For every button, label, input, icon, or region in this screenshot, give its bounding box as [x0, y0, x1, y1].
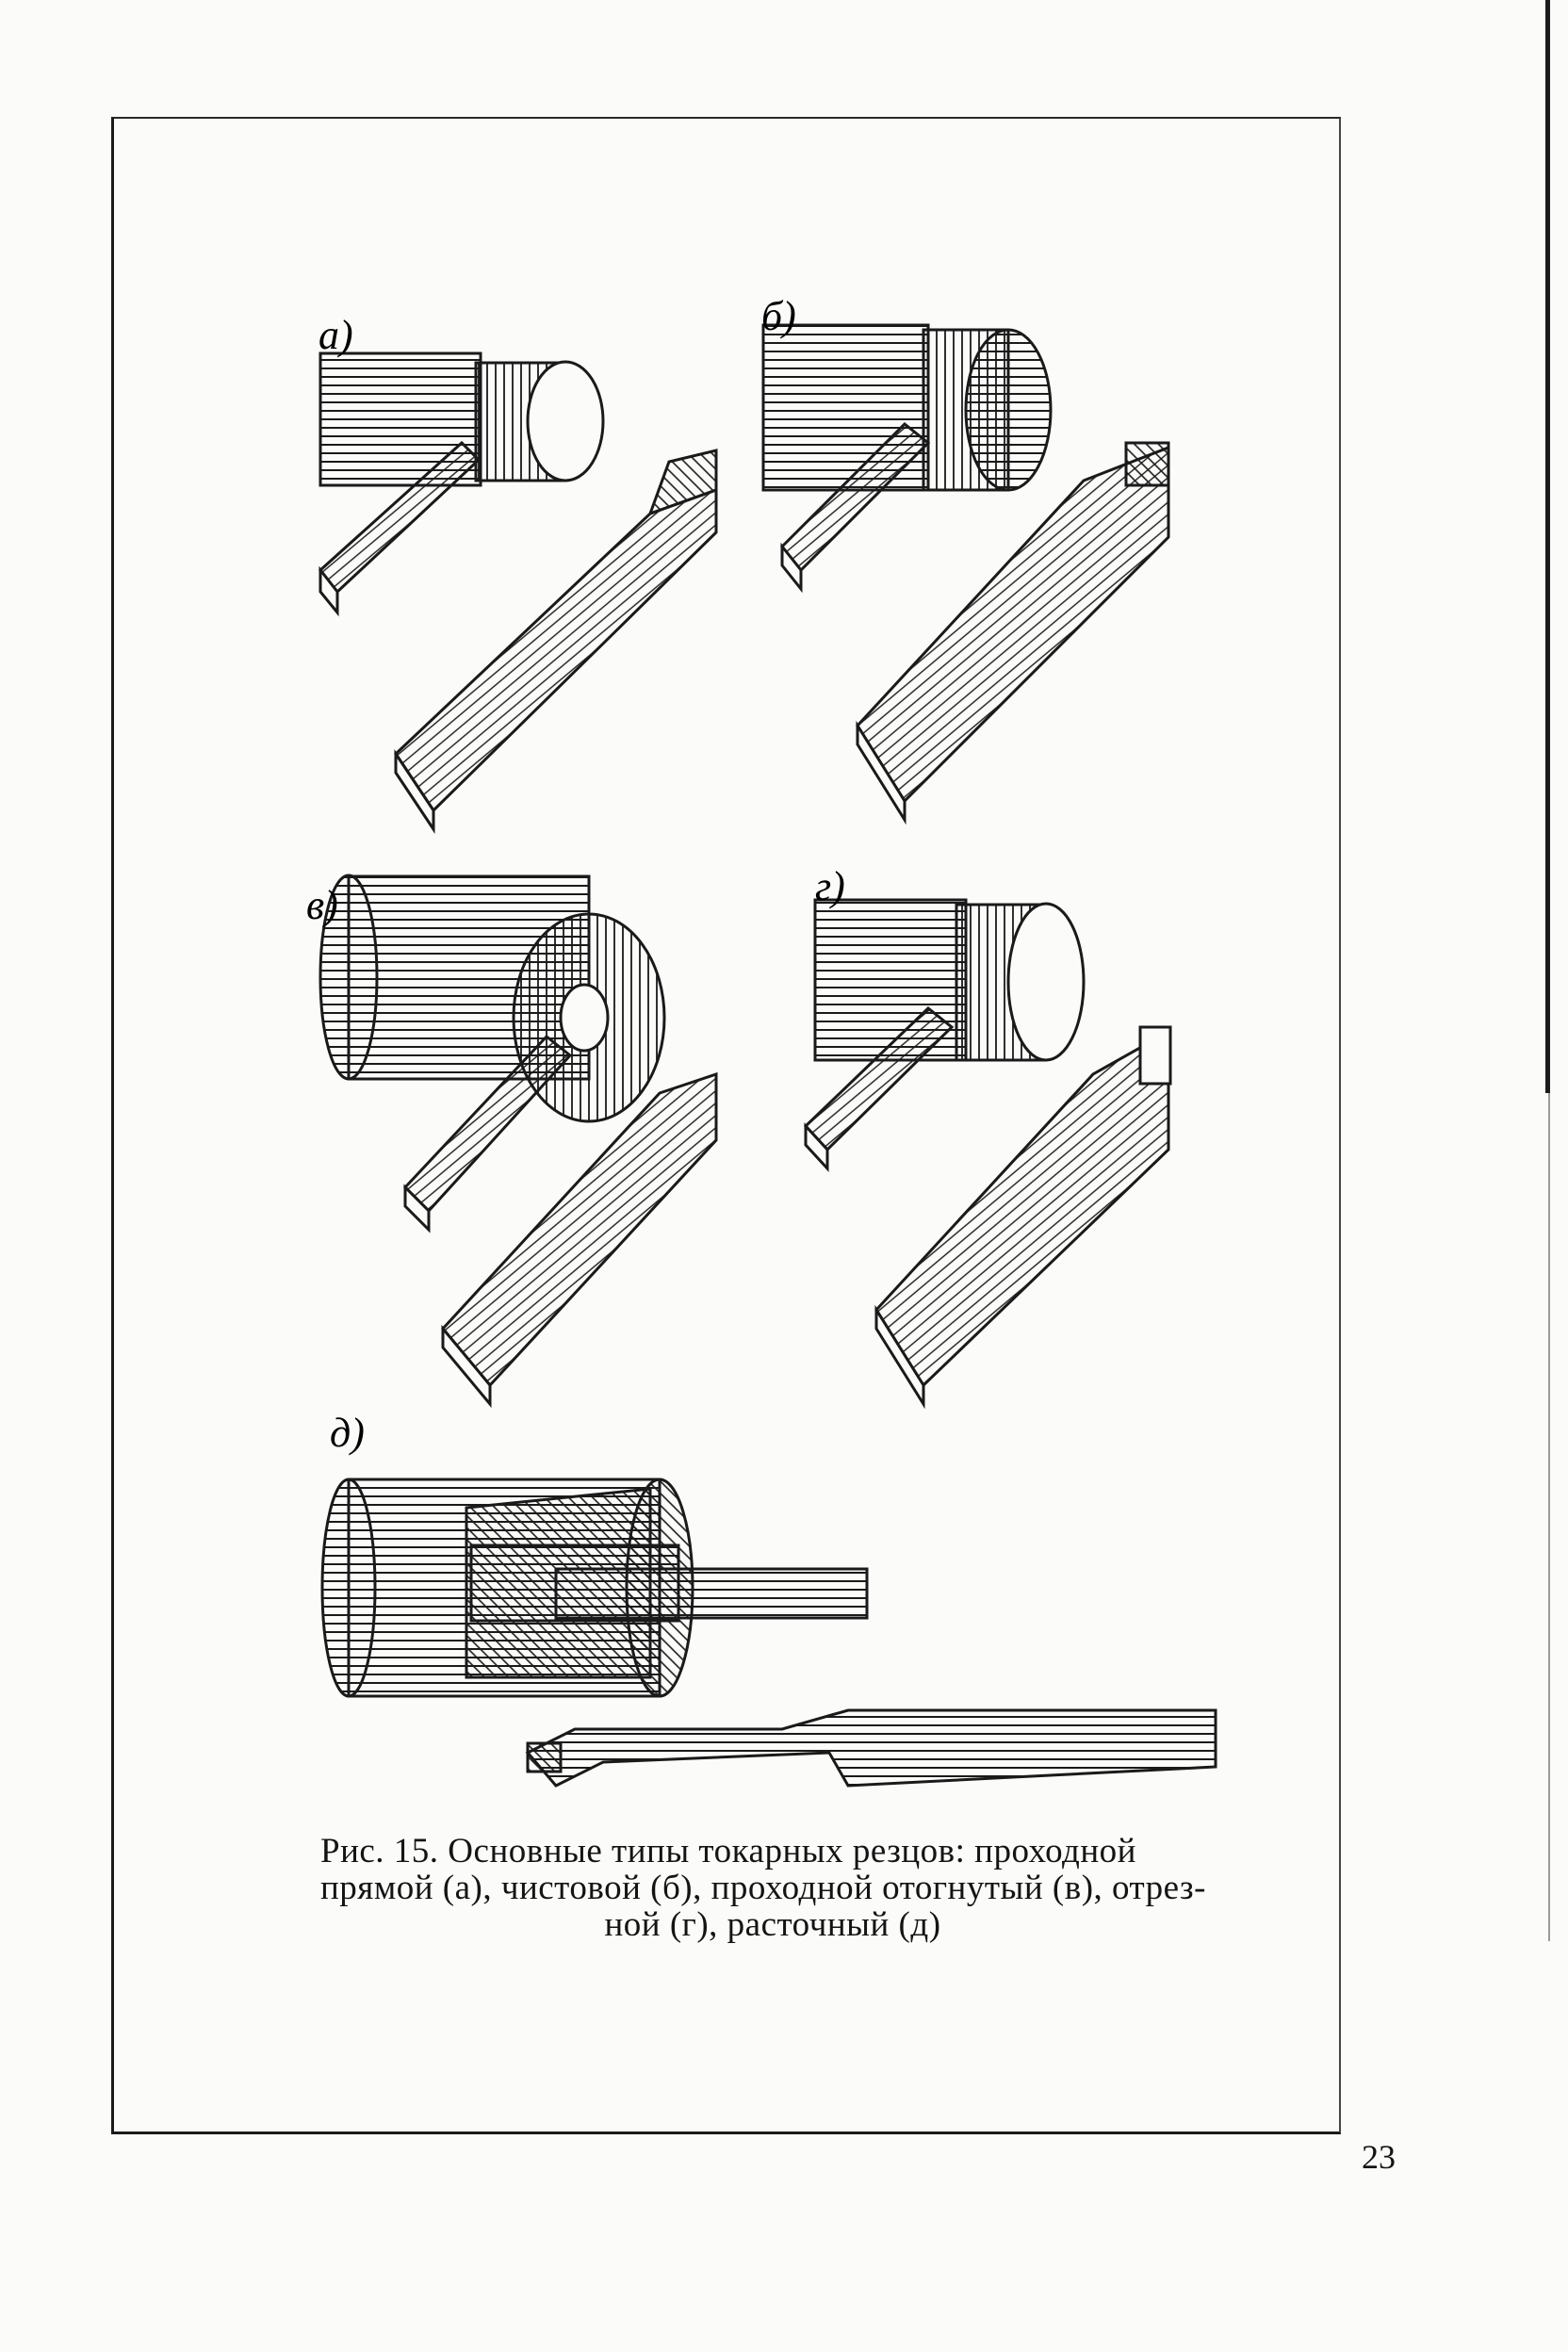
- panel-label-b: б): [761, 293, 796, 339]
- caption-line-2: прямой (а), чистовой (б), проходной отог…: [320, 1869, 1206, 1907]
- panel-v-drawing: [318, 874, 718, 1409]
- panel-label-v: в): [306, 882, 338, 928]
- page-frame: [111, 117, 1341, 2134]
- panel-a-drawing: [318, 351, 718, 834]
- page-number: 23: [1362, 2138, 1396, 2176]
- caption-line-3: ной (г), расточный (д): [604, 1905, 941, 1944]
- panel-g-drawing: [803, 898, 1172, 1410]
- panel-d-drawing: [320, 1478, 1217, 1788]
- figure-caption: Рис. 15. Основные типы токарных резцов: …: [320, 1833, 1225, 1943]
- caption-line-1: Рис. 15. Основные типы токарных резцов: …: [320, 1832, 1136, 1870]
- panel-label-a: а): [318, 312, 353, 358]
- scan-edge-shadow: [1545, 0, 1550, 1093]
- panel-b-drawing: [761, 323, 1170, 825]
- scan-edge-shadow-lower: [1548, 1093, 1550, 1941]
- panel-label-g: г): [815, 863, 845, 909]
- panel-label-d: д): [330, 1410, 365, 1456]
